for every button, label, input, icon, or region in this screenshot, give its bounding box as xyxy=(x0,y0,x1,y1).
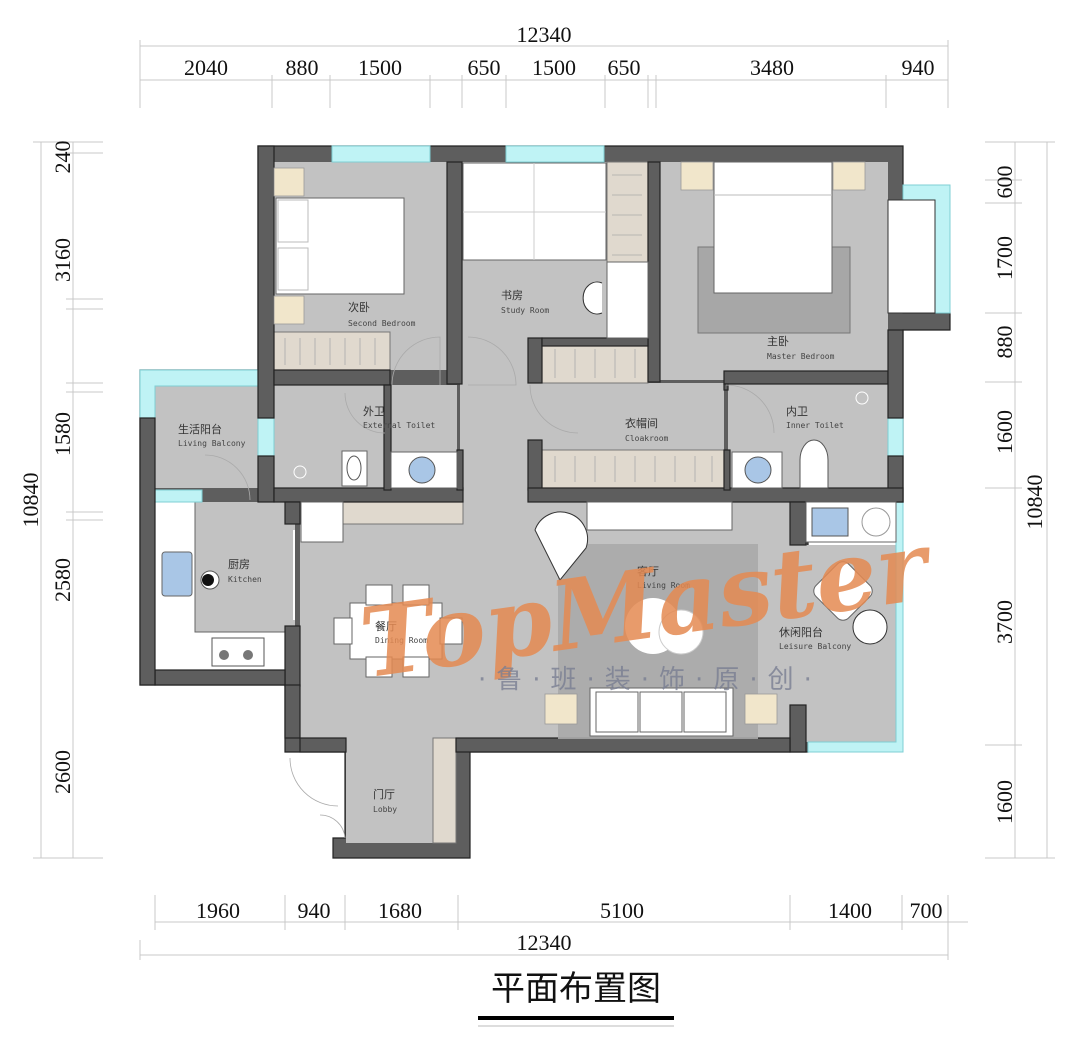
second-bedroom-label-en: Second Bedroom xyxy=(348,319,416,328)
lobby-label-cn: 门厅 xyxy=(373,787,395,801)
top-dim-8: 940 xyxy=(902,55,935,80)
top-dim-6: 650 xyxy=(608,55,641,80)
top-dim-2: 880 xyxy=(286,55,319,80)
left-dim-5: 2600 xyxy=(50,750,75,794)
kitchen-floor xyxy=(195,502,295,632)
room-labels: 次卧 Second Bedroom 书房 Study Room 主卧 Maste… xyxy=(178,289,851,814)
right-dim-6: 1600 xyxy=(992,780,1017,824)
right-dimensions: 600 1700 880 1600 3700 1600 10840 xyxy=(985,141,1055,859)
master-bedroom-label-en: Master Bedroom xyxy=(767,352,835,361)
right-dim-1: 600 xyxy=(992,166,1017,199)
right-dim-4: 1600 xyxy=(992,410,1017,454)
bottom-dim-2: 940 xyxy=(298,898,331,923)
bathroom-fixtures xyxy=(293,391,897,543)
dining-room-label-cn: 餐厅 xyxy=(375,619,397,633)
bottom-dimensions: 1960 940 1680 5100 1400 700 12340 xyxy=(139,895,968,960)
right-total-dim: 10840 xyxy=(1022,475,1047,530)
wardrobes xyxy=(273,161,725,844)
right-dim-5: 3700 xyxy=(992,600,1017,644)
lobby-label-en: Lobby xyxy=(373,805,397,814)
study-room-label-en: Study Room xyxy=(501,306,549,315)
master-bedroom-label-cn: 主卧 xyxy=(767,335,789,348)
doors xyxy=(204,336,775,839)
top-dim-4: 650 xyxy=(468,55,501,80)
living-balcony-label-cn: 生活阳台 xyxy=(178,422,222,436)
watermark-subtitle: ·鲁·班·装·饰·原·创· xyxy=(478,665,822,695)
right-dim-2: 1700 xyxy=(992,236,1017,280)
bottom-dim-3: 1680 xyxy=(378,898,422,923)
living-room-label-en: Living Room xyxy=(637,581,690,590)
top-dim-3: 1500 xyxy=(358,55,402,80)
kitchen-label-en: Kitchen xyxy=(228,575,262,584)
left-dim-3: 1580 xyxy=(50,412,75,456)
interior-walls xyxy=(139,145,904,753)
kitchen-label-cn: 厨房 xyxy=(228,558,250,571)
external-toilet-label-cn: 外卫 xyxy=(363,405,385,418)
bottom-total-dim: 12340 xyxy=(517,930,572,955)
furniture xyxy=(273,161,888,739)
bottom-dim-1: 1960 xyxy=(196,898,240,923)
left-dim-4: 2580 xyxy=(50,558,75,602)
title-underline-thick xyxy=(478,1016,674,1020)
living-balcony-floor xyxy=(155,386,258,488)
leisure-balcony-label-en: Leisure Balcony xyxy=(779,642,851,651)
left-total-dim: 10840 xyxy=(18,473,43,528)
drawing-title-text: 平面布置图 xyxy=(491,969,661,1009)
left-dim-2: 3160 xyxy=(50,238,75,282)
inner-toilet-label-cn: 内卫 xyxy=(786,404,808,418)
top-total-dim: 12340 xyxy=(517,22,572,47)
study-room-label-cn: 书房 xyxy=(501,289,523,302)
bottom-dim-4: 5100 xyxy=(600,898,644,923)
dining-room-label-en: Dining Room xyxy=(375,636,428,645)
top-dim-7: 3480 xyxy=(750,55,794,80)
top-dim-5: 1500 xyxy=(532,55,576,80)
top-dim-1: 2040 xyxy=(184,55,228,80)
right-dim-3: 880 xyxy=(992,326,1017,359)
drawing-title: 平面布置图 xyxy=(478,969,674,1027)
external-toilet-label-en: External Toilet xyxy=(363,421,435,430)
cloakroom-label-cn: 衣帽间 xyxy=(625,416,658,430)
living-room-label-cn: 客厅 xyxy=(637,564,659,578)
inner-toilet-label-en: Inner Toilet xyxy=(786,421,844,430)
left-dim-1: 240 xyxy=(50,141,75,174)
cloakroom-label-en: Cloakroom xyxy=(625,434,669,443)
leisure-balcony-label-cn: 休闲阳台 xyxy=(779,625,823,639)
living-balcony-label-en: Living Balcony xyxy=(178,439,246,448)
top-dimensions: 12340 2040 880 1500 650 1500 650 3480 94… xyxy=(139,22,949,108)
left-dimensions: 240 3160 1580 2580 2600 10840 xyxy=(18,141,103,859)
bottom-dim-6: 700 xyxy=(910,898,943,923)
bottom-dim-5: 1400 xyxy=(828,898,872,923)
second-bedroom-label-cn: 次卧 xyxy=(348,300,370,314)
